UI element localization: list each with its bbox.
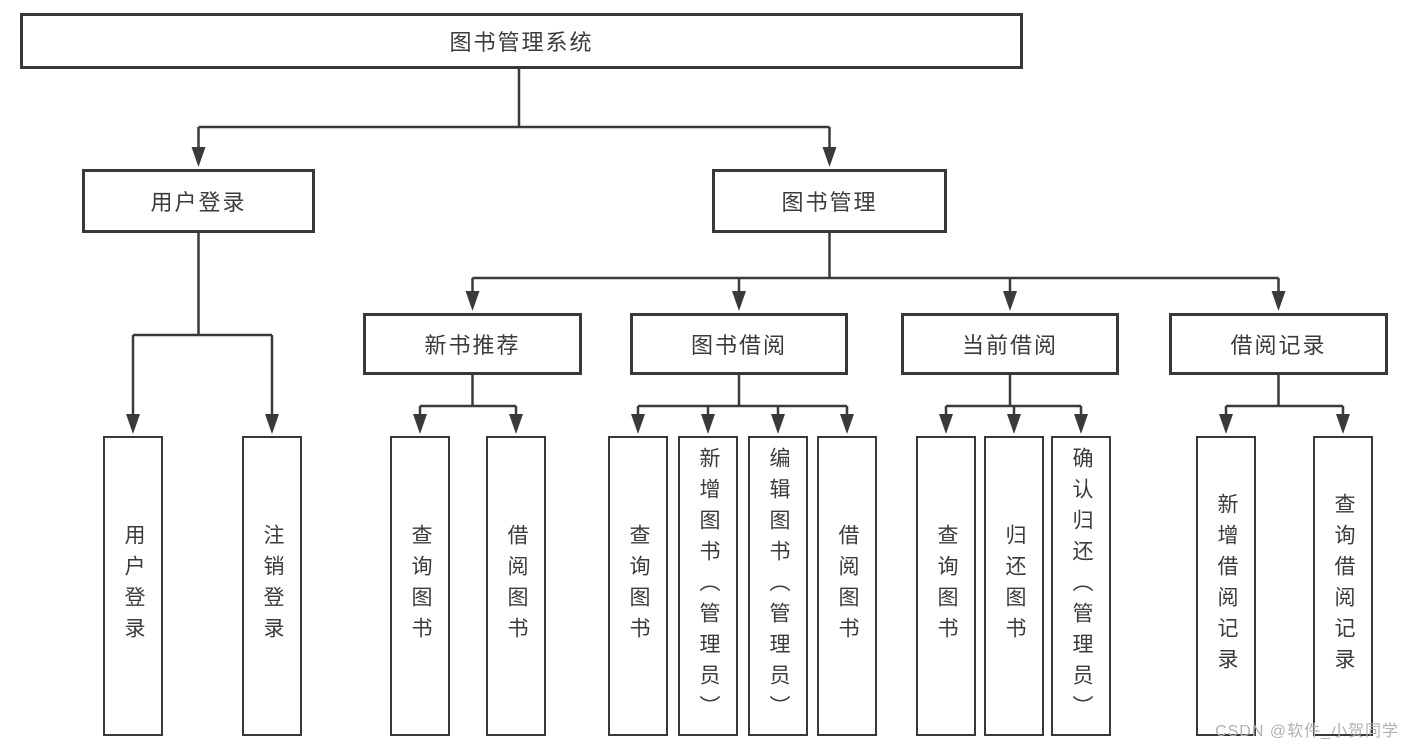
connector-book-borrowing-to-leaves <box>631 375 854 434</box>
leaf-logout-label: 注销登录 <box>261 524 285 648</box>
node-root-label: 图书管理系统 <box>449 30 594 55</box>
node-user-login-label: 用户登录 <box>150 190 247 215</box>
arrowhead-icon <box>191 147 206 167</box>
arrowhead-icon <box>1003 291 1017 311</box>
arrowhead-icon <box>822 147 837 167</box>
node-borrowing-records-label: 借阅记录 <box>1230 333 1327 358</box>
leaf-add-books-admin-label: 新增图书（管理员） <box>697 446 721 726</box>
node-book-borrowing-label: 图书借阅 <box>690 333 787 358</box>
arrowhead-icon <box>465 291 480 311</box>
leaf-query-books-borrowing: 查询图书 <box>608 436 668 736</box>
leaf-confirm-return-admin-label: 确认归还（管理员） <box>1070 446 1094 726</box>
leaf-query-borrow-record: 查询借阅记录 <box>1313 436 1373 736</box>
connector-book-management-to-level3 <box>465 233 1286 311</box>
leaf-add-borrow-record: 新增借阅记录 <box>1196 436 1256 736</box>
leaf-borrow-books: 借阅图书 <box>817 436 877 736</box>
node-current-borrowing-label: 当前借阅 <box>961 333 1058 358</box>
leaf-query-books-current-label: 查询图书 <box>935 524 959 648</box>
arrowhead-icon <box>701 414 715 434</box>
leaf-add-books-admin: 新增图书（管理员） <box>678 436 738 736</box>
leaf-query-borrow-record-label: 查询借阅记录 <box>1332 493 1356 679</box>
arrowhead-icon <box>771 414 785 434</box>
leaf-borrow-books-recommend-label: 借阅图书 <box>505 524 529 648</box>
connector-user-login-to-leaves <box>126 233 279 434</box>
leaf-return-books-label: 归还图书 <box>1003 524 1027 648</box>
node-root: 图书管理系统 <box>20 13 1023 69</box>
leaf-query-books-borrowing-label: 查询图书 <box>627 524 651 648</box>
arrowhead-icon <box>1007 414 1021 434</box>
leaf-confirm-return-admin: 确认归还（管理员） <box>1051 436 1111 736</box>
arrowhead-icon <box>1336 414 1350 434</box>
node-borrowing-records: 借阅记录 <box>1169 313 1388 375</box>
arrowhead-icon <box>265 414 279 434</box>
node-new-book-recommend: 新书推荐 <box>363 313 582 375</box>
leaf-query-books-recommend-label: 查询图书 <box>409 524 433 648</box>
leaf-edit-books-admin-label: 编辑图书（管理员） <box>767 446 791 726</box>
arrowhead-icon <box>939 414 953 434</box>
arrowhead-icon <box>1074 414 1088 434</box>
leaf-user-login: 用户登录 <box>103 436 163 736</box>
csdn-watermark: CSDN @软件_小贺同学 <box>1215 723 1399 740</box>
leaf-borrow-books-recommend: 借阅图书 <box>486 436 546 736</box>
leaf-query-books-current: 查询图书 <box>916 436 976 736</box>
node-new-book-recommend-label: 新书推荐 <box>424 333 521 358</box>
leaf-logout: 注销登录 <box>242 436 302 736</box>
arrowhead-icon <box>509 414 523 434</box>
leaf-borrow-books-label: 借阅图书 <box>836 524 860 648</box>
leaf-add-borrow-record-label: 新增借阅记录 <box>1215 493 1239 679</box>
connector-current-borrowing-to-leaves <box>939 375 1088 434</box>
arrowhead-icon <box>1271 291 1286 311</box>
arrowhead-icon <box>631 414 645 434</box>
arrowhead-icon <box>1219 414 1233 434</box>
connector-root-to-level2 <box>191 69 837 167</box>
node-book-management: 图书管理 <box>712 169 947 233</box>
leaf-query-books-recommend: 查询图书 <box>390 436 450 736</box>
node-book-management-label: 图书管理 <box>781 190 878 215</box>
leaf-user-login-label: 用户登录 <box>122 524 146 648</box>
node-book-borrowing: 图书借阅 <box>630 313 848 375</box>
connector-borrowing-records-to-leaves <box>1219 375 1350 434</box>
node-current-borrowing: 当前借阅 <box>901 313 1119 375</box>
arrowhead-icon <box>126 414 140 434</box>
arrowhead-icon <box>840 414 854 434</box>
leaf-return-books: 归还图书 <box>984 436 1044 736</box>
arrowhead-icon <box>732 291 746 311</box>
node-user-login: 用户登录 <box>82 169 315 233</box>
connector-new-book-recommend-to-leaves <box>413 375 523 434</box>
leaf-edit-books-admin: 编辑图书（管理员） <box>748 436 808 736</box>
arrowhead-icon <box>413 414 427 434</box>
